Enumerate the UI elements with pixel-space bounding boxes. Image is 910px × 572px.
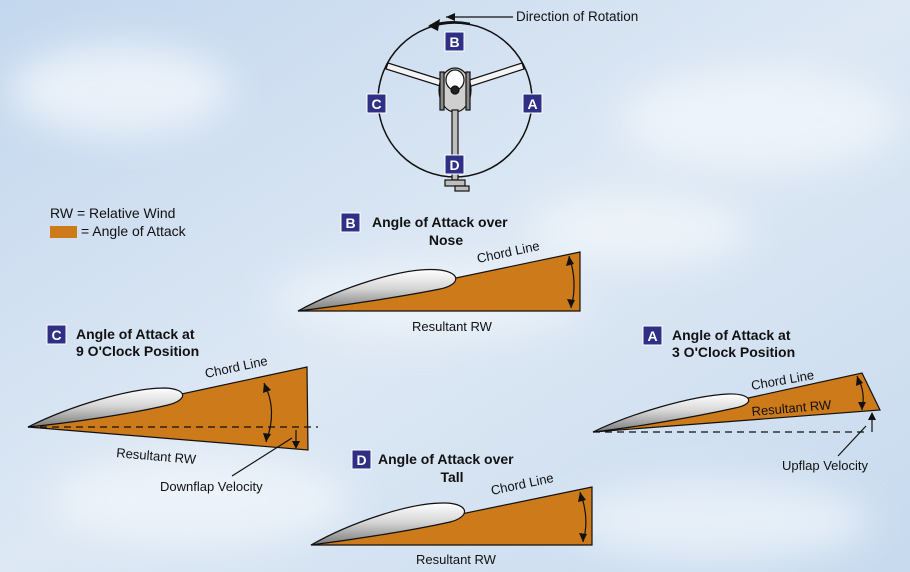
panel-a-badge <box>642 325 663 346</box>
rotor-disc-diagram: Direction of Rotation B C <box>366 9 638 192</box>
svg-text:C: C <box>371 96 381 112</box>
cloud-layer <box>10 45 900 560</box>
rotor-badge-a: A <box>522 93 543 114</box>
panel-b-badge <box>340 212 361 233</box>
panel-a-velocity-leader <box>837 425 867 457</box>
panel-b-title-line2: Nose <box>429 232 463 248</box>
panel-b: B Angle of Attack over Nose Chord Line R… <box>297 212 581 334</box>
svg-text:C: C <box>51 327 61 343</box>
panel-a-velocity-label: Upflap Velocity <box>782 458 868 473</box>
rotor-badge-b: B <box>444 31 465 52</box>
panel-a-resultant-label: Resultant RW <box>751 397 833 419</box>
panel-c-title-line1: Angle of Attack at <box>76 326 195 342</box>
legend-rw: RW = Relative Wind <box>50 205 175 221</box>
panel-c-resultant-label: Resultant RW <box>116 445 198 467</box>
panel-a-title-line2: 3 O'Clock Position <box>672 344 795 360</box>
panel-d-airfoil <box>310 502 466 546</box>
rotation-arrow-head <box>428 19 440 31</box>
svg-text:D: D <box>356 452 366 468</box>
legend: RW = Relative Wind = Angle of Attack <box>50 205 187 239</box>
svg-text:B: B <box>345 215 355 231</box>
panel-c-airfoil <box>27 387 184 428</box>
panel-d-badge <box>351 449 372 470</box>
panel-c-velocity-leader <box>231 437 293 477</box>
panel-d-resultant-label: Resultant RW <box>416 552 497 567</box>
panel-c: C Angle of Attack at 9 O'Clock Position … <box>27 324 318 494</box>
svg-text:D: D <box>449 157 459 173</box>
panel-c-badge <box>46 324 67 345</box>
rotation-leader-arrowhead <box>446 13 455 21</box>
panel-a-airfoil <box>592 393 749 433</box>
helicopter-silhouette <box>438 67 472 192</box>
panel-a-title-line1: Angle of Attack at <box>672 327 791 343</box>
panel-c-velocity-label: Downflap Velocity <box>160 479 263 494</box>
svg-text:A: A <box>647 328 657 344</box>
legend-aoa-swatch <box>50 226 77 238</box>
rotor-badge-c: C <box>366 93 387 114</box>
rotor-badge-d: D <box>444 154 465 175</box>
panel-b-title-line1: Angle of Attack over <box>372 214 508 230</box>
svg-text:B: B <box>449 34 459 50</box>
panel-d-title-line2: Tall <box>440 469 463 485</box>
panel-b-airfoil <box>297 268 457 312</box>
panel-b-resultant-label: Resultant RW <box>412 319 493 334</box>
svg-text:A: A <box>527 96 537 112</box>
panel-d: D Angle of Attack over Tall Chord Line R… <box>310 449 593 567</box>
panel-c-title-line2: 9 O'Clock Position <box>76 343 199 359</box>
panel-d-title-line1: Angle of Attack over <box>378 451 514 467</box>
legend-aoa: = Angle of Attack <box>81 223 187 239</box>
rotation-label: Direction of Rotation <box>516 9 638 24</box>
